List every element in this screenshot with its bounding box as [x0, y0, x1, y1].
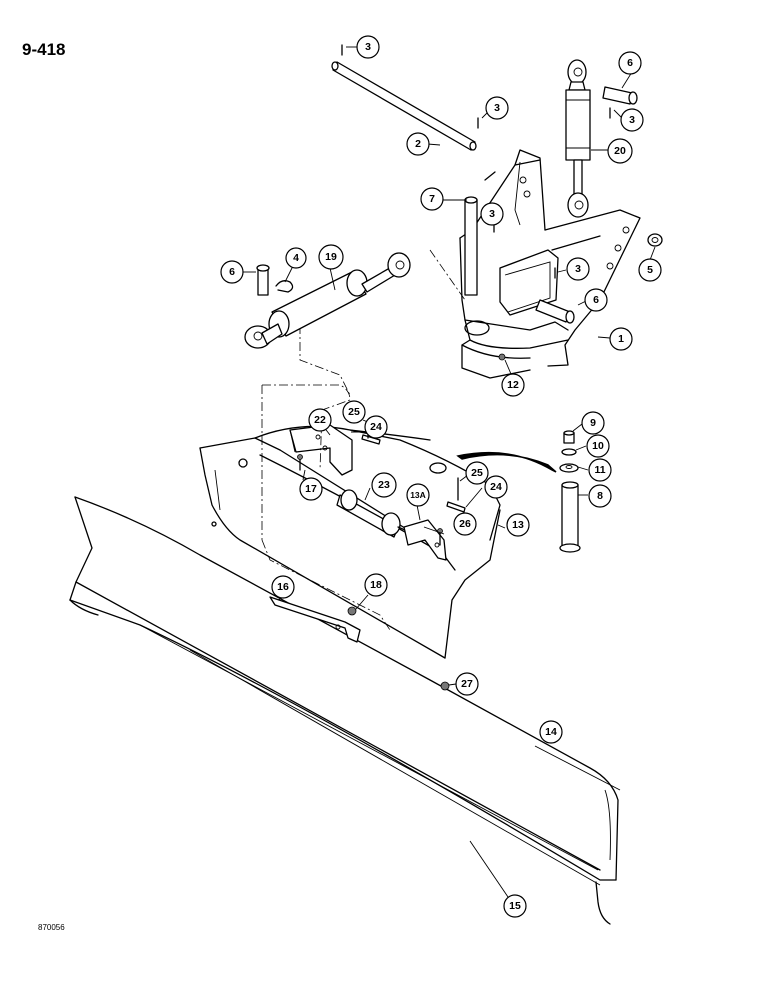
svg-text:19: 19 [325, 251, 337, 263]
callout-23: 23 [371, 472, 397, 498]
svg-text:9: 9 [590, 417, 596, 429]
lift-cylinder [565, 59, 591, 218]
callout-3d: 3 [480, 202, 504, 226]
callout-9: 9 [581, 411, 605, 435]
callout-3b: 3 [485, 96, 509, 120]
callout-20: 20 [607, 138, 633, 164]
svg-text:24: 24 [370, 421, 382, 433]
svg-text:26: 26 [459, 518, 471, 530]
callout-15: 15 [503, 894, 527, 918]
cylinder-pin-left [256, 264, 270, 296]
page-number: 9-418 [22, 40, 66, 59]
alignment-line-4 [429, 249, 466, 301]
svg-text:6: 6 [229, 266, 235, 278]
callout-13a: 13A [406, 483, 430, 507]
callout-16: 16 [271, 575, 295, 599]
bolt-head-17 [297, 454, 303, 460]
svg-text:12: 12 [507, 379, 519, 391]
callout-14: 14 [539, 720, 563, 744]
callout-25b: 25 [465, 461, 489, 485]
callout-19: 19 [318, 244, 344, 270]
callout-6b: 6 [584, 288, 608, 312]
callout-3c: 3 [620, 108, 644, 132]
svg-text:15: 15 [509, 900, 521, 912]
pin-24b [446, 501, 466, 513]
angle-bracket [403, 519, 447, 561]
callout-13: 13 [506, 513, 530, 537]
callout-27: 27 [455, 672, 479, 696]
callout-1: 1 [609, 327, 633, 351]
pivot-tube [559, 430, 581, 553]
svg-text:24: 24 [490, 481, 502, 493]
svg-text:25: 25 [348, 406, 360, 418]
callout-6c: 6 [220, 260, 244, 284]
svg-text:5: 5 [647, 264, 653, 276]
svg-text:4: 4 [293, 252, 299, 264]
svg-text:6: 6 [593, 294, 599, 306]
cylinder-mount-bracket [289, 424, 353, 476]
callout-17: 17 [299, 477, 323, 501]
svg-text:16: 16 [277, 581, 289, 593]
retaining-clip [275, 280, 294, 293]
callout-7: 7 [420, 187, 444, 211]
tilt-cylinder [244, 252, 411, 349]
dozer-blade [69, 496, 619, 925]
svg-text:20: 20 [614, 145, 626, 157]
svg-text:3: 3 [494, 102, 500, 114]
long-pin [331, 61, 477, 151]
callout-25a: 25 [342, 400, 366, 424]
callout-24a: 24 [364, 415, 388, 439]
svg-text:23: 23 [378, 479, 390, 491]
callout-5: 5 [638, 258, 662, 282]
svg-text:2: 2 [415, 138, 421, 150]
svg-text:27: 27 [461, 678, 473, 690]
svg-text:3: 3 [489, 208, 495, 220]
callout-3e: 3 [566, 257, 590, 281]
callout-3a: 3 [356, 35, 380, 59]
alignment-line-3 [261, 539, 391, 631]
pivot-pin-right [535, 299, 575, 324]
callout-26: 26 [453, 512, 477, 536]
svg-text:7: 7 [429, 193, 435, 205]
svg-text:3: 3 [629, 114, 635, 126]
svg-text:3: 3 [575, 263, 581, 275]
svg-text:8: 8 [597, 490, 603, 502]
svg-text:11: 11 [594, 464, 605, 476]
callout-6a: 6 [618, 51, 642, 75]
svg-text:3: 3 [365, 41, 371, 53]
angle-cylinder [336, 489, 413, 538]
cylinder-pin-top [602, 86, 638, 105]
callout-8: 8 [588, 484, 612, 508]
callout-2: 2 [406, 132, 430, 156]
callout-10: 10 [586, 434, 610, 458]
svg-text:10: 10 [592, 440, 604, 452]
assembly-arrow [456, 451, 557, 473]
alignment-line-1 [262, 384, 351, 471]
callout-24b: 24 [484, 475, 508, 499]
callout-4: 4 [285, 247, 307, 269]
blade-bracket [269, 596, 361, 643]
washer [647, 233, 663, 247]
svg-text:1: 1 [618, 333, 624, 345]
svg-text:13A: 13A [410, 490, 426, 500]
svg-text:17: 17 [305, 483, 317, 495]
nut-27 [440, 681, 450, 691]
drawing-number: 870056 [38, 923, 65, 932]
svg-text:25: 25 [471, 467, 483, 479]
svg-text:14: 14 [545, 726, 557, 738]
svg-text:6: 6 [627, 57, 633, 69]
svg-text:13: 13 [512, 519, 524, 531]
svg-text:22: 22 [314, 414, 326, 426]
alignment-line-5 [299, 325, 351, 396]
callout-22: 22 [308, 408, 332, 432]
callout-12: 12 [501, 373, 525, 397]
svg-text:18: 18 [370, 579, 382, 591]
callout-18: 18 [364, 573, 388, 597]
pin-7 [464, 196, 478, 296]
moldboard-frame [199, 425, 501, 659]
callout-11: 11 [588, 458, 612, 482]
push-frame [459, 149, 641, 379]
